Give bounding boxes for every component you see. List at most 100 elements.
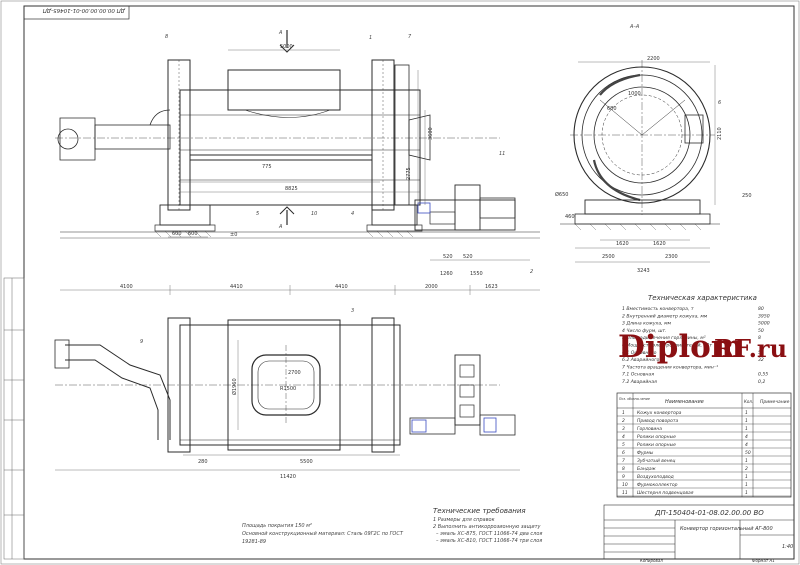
dim-4100: 4100 xyxy=(120,284,133,290)
dim-680: 680 xyxy=(607,106,617,112)
spec-row-pos: 7 xyxy=(622,458,625,464)
callout-10: 10 xyxy=(311,211,317,217)
spec-row-pos: 11 xyxy=(622,490,628,496)
spec-row-pos: 1 xyxy=(622,410,625,416)
spec-row-qty: 1 xyxy=(745,418,748,424)
tech-char-value: 32 xyxy=(758,357,764,363)
tech-req-title: Технические требования xyxy=(433,507,526,515)
section-dimension-lines xyxy=(575,61,716,263)
spec-header-note: Примечание xyxy=(760,399,790,405)
dim-d650: Ø650 xyxy=(555,191,568,198)
dim-600b: 600 xyxy=(188,231,198,237)
callout-11: 11 xyxy=(499,151,505,157)
spec-row-qty: 4 xyxy=(745,442,748,448)
spec-row-name: Фурмы xyxy=(637,450,654,456)
dim-d1960: Ø1960 xyxy=(231,378,238,395)
dim-2700: 2700 xyxy=(288,370,301,376)
plan-drive-motor-accent xyxy=(411,417,497,433)
dim-2775: 2775 xyxy=(406,167,412,180)
dim-5000: 5000 xyxy=(280,44,293,50)
callout-6: 6 xyxy=(718,100,721,106)
dim-8825: 8825 xyxy=(285,186,298,192)
tech-char-row: 6.2 Аварийного xyxy=(622,357,660,363)
tech-char-title: Техническая характеристика xyxy=(648,294,757,302)
spec-row-qty: 4 xyxy=(745,434,748,440)
tech-char-value: 0,55 xyxy=(758,372,768,378)
spec-row-name: Ролики опорные xyxy=(637,434,676,440)
dim-250: 250 xyxy=(742,193,752,199)
tech-req-line-4: – эмаль ХС-810, ГОСТ 11066-74 три слоя xyxy=(436,538,542,544)
general-notes: Площадь покрытия 150 м² Основной констру… xyxy=(242,523,404,545)
dim-11420: 11420 xyxy=(280,474,296,480)
dim-1620a: 1620 xyxy=(616,241,629,247)
spec-row-qty: 1 xyxy=(745,474,748,480)
watermark-suffix: RF.ru xyxy=(714,334,787,363)
callout-3: 3 xyxy=(351,308,354,314)
dim-1550: 1550 xyxy=(470,271,483,277)
section-marker-bottom: А xyxy=(278,224,283,230)
tech-requirements: Технические требования 1 Размеры для спр… xyxy=(433,507,542,544)
note-line-2: Основной конструкционный материал: Сталь… xyxy=(242,531,404,537)
spec-table: Поз. обозна-чение Наименование Кол. Прим… xyxy=(616,392,792,498)
tech-char-value: 3950 xyxy=(758,313,770,319)
spec-row-name: Кожух конвертора xyxy=(637,410,682,416)
dimension-values: 5000 775 8825 3600 2775 600 600 ±0 1260 … xyxy=(120,44,752,480)
tech-req-line-1: 1 Размеры для справок xyxy=(433,517,495,523)
spec-row-qty: 1 xyxy=(745,490,748,496)
spec-row-name: Привод поворота xyxy=(637,418,678,424)
callout-labels: 8 1 7 11 5 10 4 2 3 9 6 А А А–А xyxy=(140,24,721,345)
spec-row-qty: 1 xyxy=(745,458,748,464)
watermark-brand: Diplom xyxy=(618,329,744,365)
dim-775: 775 xyxy=(262,164,272,170)
callout-7: 7 xyxy=(408,34,412,40)
dim-1000: 1000 xyxy=(628,91,641,97)
spec-header-pos: Поз. обозна-чение xyxy=(619,397,650,401)
tech-char-row: 6 Мощность электродвигателей, кВт xyxy=(622,343,712,349)
tech-char-value: 5000 xyxy=(758,321,770,327)
watermark: Diplom RF.ru xyxy=(618,329,787,365)
note-line-1: Площадь покрытия 150 м² xyxy=(242,523,312,529)
spec-row-qty: 1 xyxy=(745,410,748,416)
title-block xyxy=(603,504,795,560)
dim-1623: 1623 xyxy=(485,284,498,290)
dim-4410a: 4410 xyxy=(230,284,243,290)
spec-row-qty: 1 xyxy=(745,426,748,432)
spec-row-name: Ролики опорные xyxy=(637,442,676,448)
dim-5500: 5500 xyxy=(300,459,313,465)
spec-row-name: Горловина xyxy=(637,426,662,432)
callout-1: 1 xyxy=(369,35,372,41)
tech-char-row: 1 Вместимость конвертора, т xyxy=(622,306,694,312)
note-line-3: 19281-89 xyxy=(242,539,266,545)
title-bottom-left: Копировал xyxy=(640,558,663,563)
spec-row-pos: 9 xyxy=(622,474,625,480)
section-title: А–А xyxy=(629,24,640,30)
spec-row-pos: 6 xyxy=(622,450,625,456)
title-scale: 1:40 xyxy=(782,544,793,550)
title-code: ДП-150404-01-08.02.00.00 ВО xyxy=(654,509,764,517)
plan-view xyxy=(54,317,516,453)
spec-header-name: Наименование xyxy=(665,399,704,405)
callout-5: 5 xyxy=(256,211,259,217)
dim-460: 460 xyxy=(565,214,575,220)
dim-520b: 520 xyxy=(463,254,473,260)
spec-row-name: Бандаж xyxy=(637,466,657,472)
section-marker-top: А xyxy=(278,30,283,36)
spec-row-pos: 2 xyxy=(622,418,625,424)
tech-char-value: 50 xyxy=(758,328,764,334)
tech-char-value: 0,2 xyxy=(758,379,765,385)
spec-row-qty: 1 xyxy=(745,482,748,488)
tech-char-row: 4 Число фурм, шт. xyxy=(622,328,667,334)
spec-row-pos: 4 xyxy=(622,434,625,440)
tech-char-row: 3 Длина кожуха, мм xyxy=(622,321,672,327)
callout-4: 4 xyxy=(351,211,354,217)
dim-2110: 2110 xyxy=(717,127,723,140)
spec-row-name: Зубчатый венец xyxy=(637,458,675,464)
tech-char-row: 7 Частота вращения конвертора, мин⁻¹ xyxy=(622,364,718,370)
spec-row-qty: 2 xyxy=(745,466,748,472)
dim-r1500: R1500 xyxy=(280,386,296,392)
callout-9: 9 xyxy=(140,339,143,345)
callout-2: 2 xyxy=(530,269,533,275)
tech-char-row: 5 Площадь сечения горловины, м² xyxy=(622,335,706,341)
